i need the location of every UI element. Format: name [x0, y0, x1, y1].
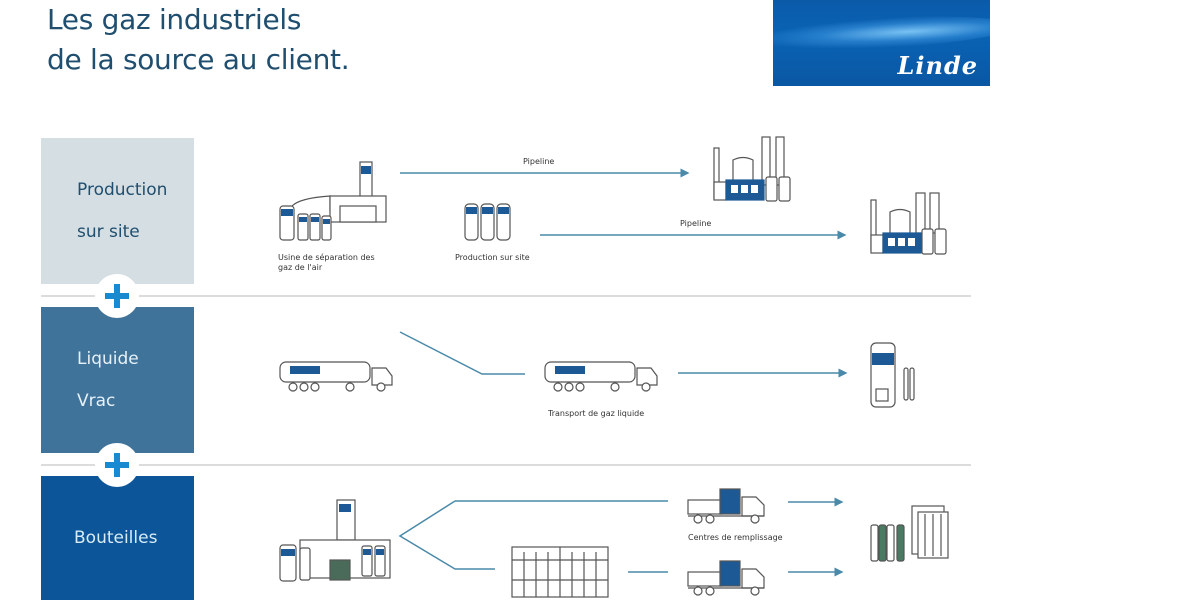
category-production-on-site: Production sur site	[41, 138, 194, 284]
cylinder-filling-plant-icon	[279, 499, 391, 582]
plus-icon	[95, 443, 139, 487]
filling-centers-label: Centres de remplissage	[688, 533, 783, 542]
distribution-line	[398, 500, 495, 570]
section-divider	[41, 295, 971, 297]
category-label-line-1: Production	[77, 180, 168, 200]
title-line-2: de la source au client.	[47, 43, 350, 76]
category-label-line-1: Liquide	[77, 349, 139, 369]
factory-icon	[870, 192, 947, 255]
cylinder-truck-icon	[687, 560, 765, 596]
category-liquid-bulk: Liquide Vrac	[41, 307, 194, 453]
section-divider	[41, 464, 971, 466]
category-label: Bouteilles	[74, 528, 158, 548]
pipeline-label: Pipeline	[523, 157, 555, 166]
logo-wordmark: Linde	[897, 51, 978, 80]
plus-icon	[95, 274, 139, 318]
asu-label-line-1: Usine de séparation des	[278, 253, 375, 262]
asu-label-line-2: gaz de l'air	[278, 263, 323, 272]
cylinder-truck-icon	[687, 488, 765, 524]
linde-logo: Linde	[773, 0, 990, 86]
liquid-transport-label: Transport de gaz liquide	[548, 409, 645, 418]
liquid-storage-tank-icon	[870, 342, 915, 408]
category-cylinders: Bouteilles	[41, 476, 194, 600]
transport-line	[399, 331, 525, 375]
category-label-line-2: sur site	[77, 222, 140, 242]
air-separation-plant-icon	[279, 161, 387, 241]
factory-icon	[713, 136, 791, 202]
category-label-line-2: Vrac	[77, 391, 116, 411]
title-line-1: Les gaz industriels	[47, 3, 302, 36]
tanker-truck-icon	[279, 361, 393, 392]
pipeline-label: Pipeline	[680, 219, 712, 228]
page-title: Les gaz industriels de la source au clie…	[47, 0, 350, 80]
onsite-production-tanks-icon	[464, 203, 511, 241]
gas-cylinders-icon	[870, 505, 949, 562]
cylinder-rack-icon	[511, 546, 609, 598]
tanker-truck-icon	[544, 361, 658, 392]
onsite-production-label: Production sur site	[455, 253, 530, 262]
